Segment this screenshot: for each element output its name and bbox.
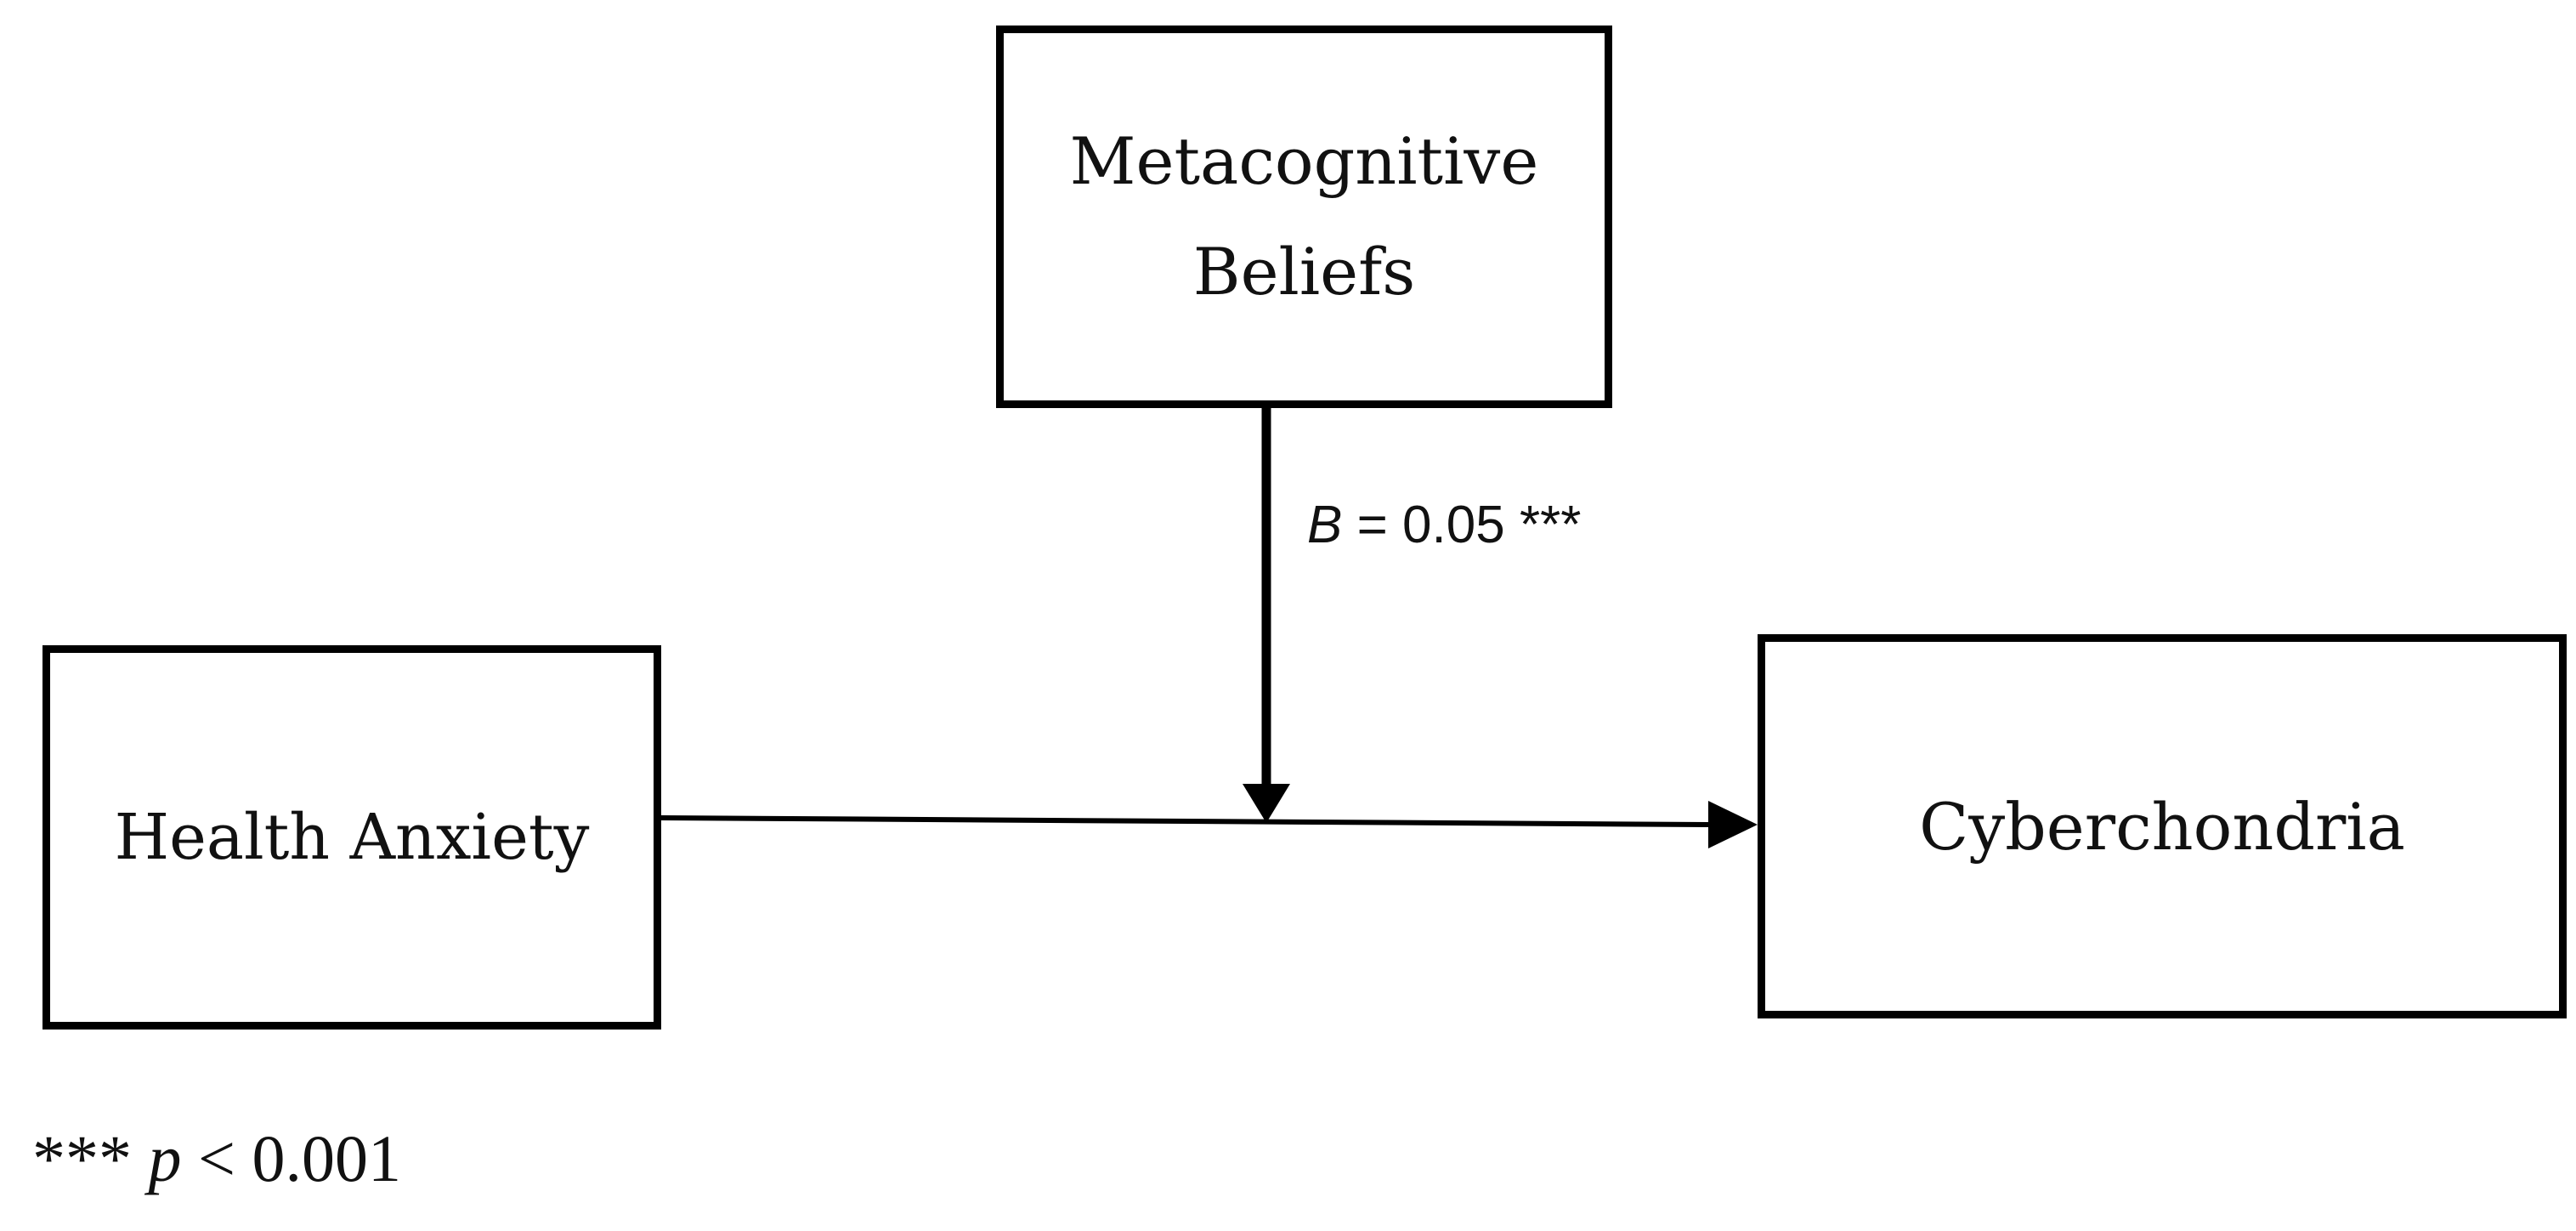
- moderator-label-line2: Beliefs: [1192, 234, 1416, 309]
- coefficient-symbol: B: [1307, 496, 1343, 554]
- moderator-label-line1: Metacognitive: [1069, 123, 1539, 199]
- outcome-box-cyberchondria: Cyberchondria: [1758, 634, 2567, 1018]
- significance-footnote: *** p < 0.001: [32, 1120, 401, 1197]
- moderation-coefficient-label: B = 0.05 ***: [1307, 495, 1581, 555]
- moderation-path-arrowhead: [1243, 784, 1290, 823]
- outcome-label: Cyberchondria: [1919, 788, 2405, 865]
- footnote-threshold: < 0.001: [198, 1121, 401, 1195]
- main-path-line: [660, 815, 1709, 827]
- footnote-stars: ***: [32, 1121, 132, 1195]
- moderator-box-metacognitive-beliefs: Metacognitive Beliefs: [996, 26, 1612, 408]
- coefficient-value: = 0.05: [1356, 496, 1505, 554]
- predictor-label: Health Anxiety: [114, 801, 590, 874]
- footnote-p-symbol: p: [148, 1121, 182, 1195]
- significance-stars: ***: [1519, 496, 1582, 554]
- predictor-box-health-anxiety: Health Anxiety: [42, 645, 661, 1030]
- main-path-arrowhead: [1708, 801, 1758, 848]
